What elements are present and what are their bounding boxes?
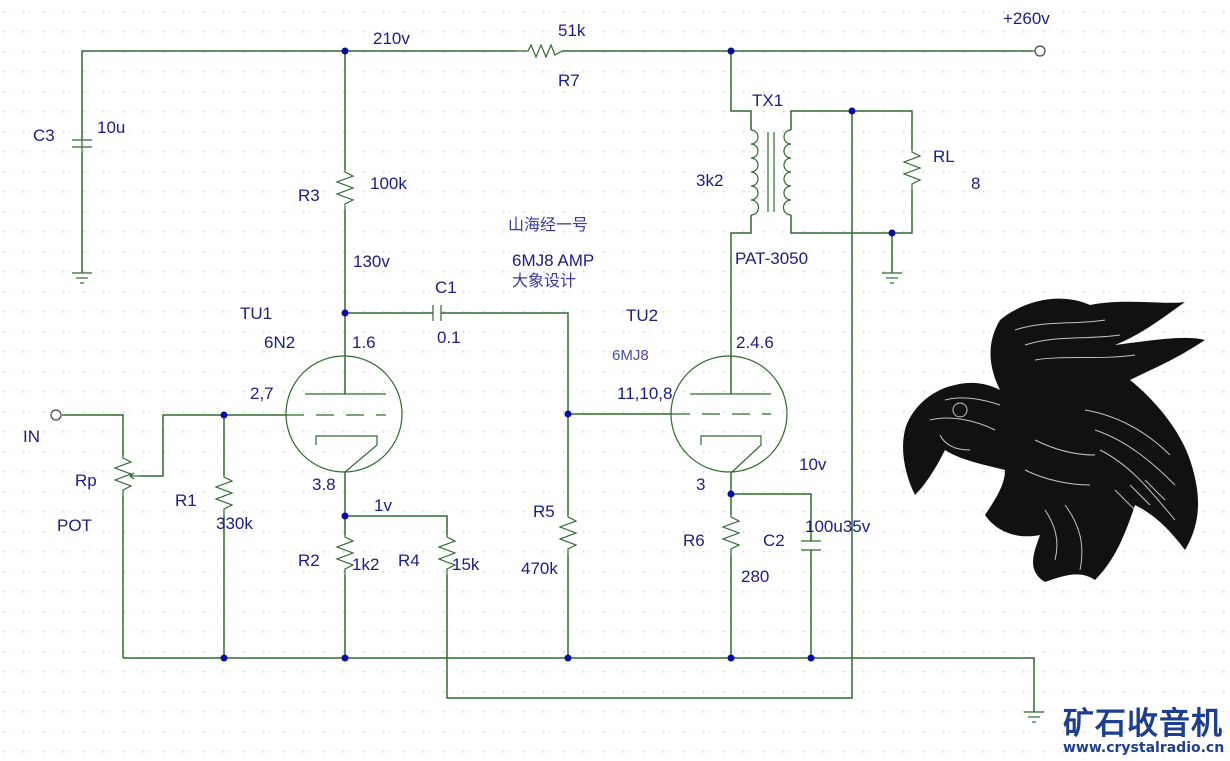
designer-cn: 大象设计 <box>512 271 577 290</box>
junction-dot <box>888 229 896 237</box>
rl-value: 8 <box>971 174 981 193</box>
wire-top-rail-left <box>81 50 516 140</box>
junction-dot <box>220 411 228 419</box>
junction-dot <box>727 654 735 662</box>
c2-ref: C2 <box>763 531 785 550</box>
components <box>50 43 1046 723</box>
c1-ref: C1 <box>435 278 457 297</box>
rl-ref: RL <box>933 147 955 166</box>
wire-c2-top <box>731 493 812 541</box>
r3-value: 100k <box>370 174 407 193</box>
r4-value: 15k <box>452 555 480 574</box>
rp-ref: Rp <box>75 471 97 490</box>
r6-value: 280 <box>741 567 770 586</box>
r1-value: 330k <box>216 514 253 533</box>
junction-dot <box>341 654 349 662</box>
tx1-ref: TX1 <box>752 91 784 110</box>
junction-dot <box>848 107 856 115</box>
junction-dot <box>564 410 572 418</box>
resistor-r7[interactable] <box>516 43 563 59</box>
tx1-impedance: 3k2 <box>696 171 724 190</box>
junction-dot <box>341 512 349 520</box>
wire-tu2-plate <box>730 215 752 394</box>
resistor-rl[interactable] <box>902 150 922 190</box>
tu2-grid-pins: 11,10,8 <box>617 384 673 403</box>
ground-symbol-rl <box>882 272 902 284</box>
resistor-r1[interactable] <box>214 475 234 515</box>
capacitor-c1[interactable] <box>432 305 442 321</box>
c3-ref: C3 <box>33 126 55 145</box>
junction-dot <box>220 654 228 662</box>
ground-symbol-c3 <box>72 272 92 284</box>
tu1-grid-pins: 2,7 <box>250 384 274 403</box>
supply-terminal[interactable] <box>1034 45 1046 57</box>
ground-symbol-main <box>1024 711 1044 723</box>
wire-r4-top <box>345 515 448 535</box>
resistor-r4[interactable] <box>437 535 457 575</box>
r6-ref: R6 <box>683 531 705 550</box>
eagle-illustration <box>903 298 1205 582</box>
junction-dot <box>341 309 349 317</box>
watermark-site-name: 矿石收音机 <box>1063 706 1223 742</box>
input-label: IN <box>23 427 40 446</box>
potentiometer-rp[interactable] <box>113 456 140 496</box>
node-210v-label: 210v <box>373 29 410 48</box>
r4-ref: R4 <box>398 551 420 570</box>
wire-tx-primary-top <box>730 51 752 130</box>
c1-value: 0.1 <box>437 328 461 347</box>
resistor-r2[interactable] <box>335 535 355 575</box>
input-terminal[interactable] <box>50 409 62 421</box>
transformer-tx1[interactable] <box>750 129 792 216</box>
watermark-url: www.crystalradio.cn <box>1063 740 1225 756</box>
r3-ref: R3 <box>298 186 320 205</box>
junction-dot <box>341 47 349 55</box>
tu1-type: 6N2 <box>264 333 296 352</box>
r7-value: 51k <box>558 21 586 40</box>
junctions <box>220 47 896 662</box>
node-1v-label: 1v <box>374 496 392 515</box>
tx1-part: PAT-3050 <box>735 249 809 268</box>
wire-input <box>62 414 124 456</box>
vacuum-tube-tu1[interactable] <box>285 355 403 473</box>
r2-ref: R2 <box>298 551 320 570</box>
node-10v-label: 10v <box>799 455 827 474</box>
rp-value: POT <box>57 516 92 535</box>
junction-dot <box>727 490 735 498</box>
wire-ground-bus <box>123 657 1035 712</box>
capacitor-c3[interactable] <box>72 139 92 152</box>
tu2-plate-pins: 2.4.6 <box>736 333 774 352</box>
c3-value: 10u <box>97 118 126 137</box>
junction-dot <box>727 47 735 55</box>
junction-dot <box>807 654 815 662</box>
r5-ref: R5 <box>533 502 555 521</box>
r1-ref: R1 <box>175 491 197 510</box>
tu1-ref: TU1 <box>240 304 273 323</box>
tu2-cathode-pins: 3 <box>696 475 706 494</box>
wire-c1-right <box>441 312 569 515</box>
design-model: 6MJ8 AMP <box>512 251 595 270</box>
tu1-cathode-pins: 3.8 <box>312 475 336 494</box>
supply-voltage-label: +260v <box>1003 9 1050 28</box>
resistor-r3[interactable] <box>335 170 355 210</box>
wire-r4-feedback <box>446 110 853 699</box>
r2-value: 1k2 <box>352 555 380 574</box>
junction-dot <box>564 654 572 662</box>
wire-tx-secondary-bottom <box>790 190 913 234</box>
design-title-cn: 山海经一号 <box>508 215 589 234</box>
tu2-type: 6MJ8 <box>612 347 649 364</box>
node-130v-label: 130v <box>353 252 390 271</box>
tu2-ref: TU2 <box>626 306 659 325</box>
tu1-plate-pins: 1.6 <box>352 333 376 352</box>
r5-value: 470k <box>521 559 558 578</box>
resistor-r6[interactable] <box>721 515 741 555</box>
resistor-r5[interactable] <box>558 515 578 555</box>
r7-ref: R7 <box>558 71 580 90</box>
c2-value: 100u35v <box>805 517 871 536</box>
vacuum-tube-tu2[interactable] <box>670 355 788 474</box>
capacitor-c2[interactable] <box>801 540 821 551</box>
